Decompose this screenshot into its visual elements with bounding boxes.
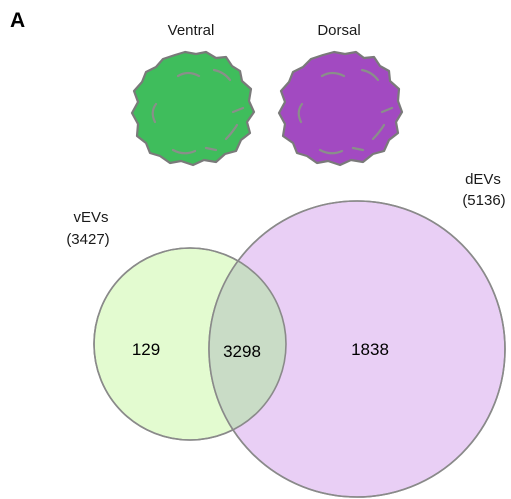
ventral-tissue-label: Ventral	[168, 22, 215, 39]
vevs-set-total: (3427)	[66, 231, 109, 248]
dorsal-tissue-shape	[277, 50, 404, 167]
vevs-circle-outline	[93, 247, 287, 441]
panel-label: A	[10, 9, 25, 32]
ventral-tissue-folds	[151, 68, 245, 155]
devs-set-name: dEVs	[465, 171, 501, 188]
dorsal-tissue-folds	[297, 68, 394, 155]
dorsal-tissue-illustration	[277, 50, 404, 167]
dorsal-tissue-label: Dorsal	[317, 22, 360, 39]
vevs-only-count: 129	[132, 340, 160, 359]
shared-count: 3298	[223, 342, 261, 361]
vevs-set-name: vEVs	[73, 209, 108, 226]
devs-only-count: 1838	[351, 340, 389, 359]
ventral-tissue-illustration	[130, 50, 256, 167]
devs-set-total: (5136)	[462, 192, 505, 209]
devs-circle-outline	[208, 200, 506, 498]
ventral-tissue-shape	[130, 50, 256, 167]
